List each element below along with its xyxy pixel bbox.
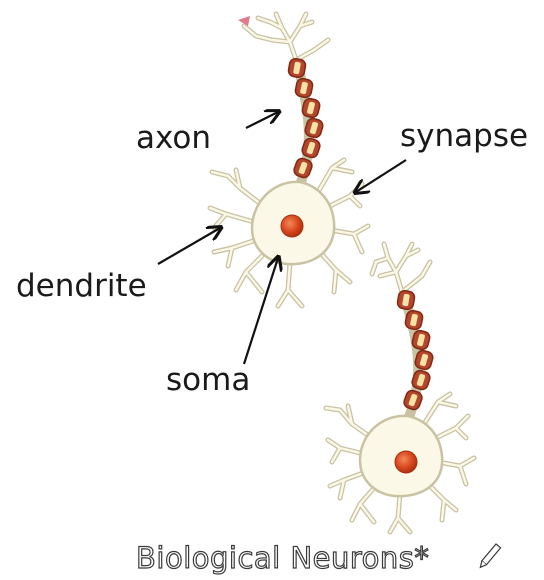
axon-core-segment (408, 393, 418, 407)
axon-core-segment (402, 293, 410, 307)
axon-core-segment (293, 61, 301, 75)
arrow-synapse (356, 159, 407, 192)
axon-core-segment (419, 353, 429, 367)
axon-terminal-2 (369, 241, 433, 295)
axon-core-segment (410, 313, 418, 327)
axon-core-segment (307, 101, 315, 115)
axon-terminal-1 (238, 11, 331, 63)
arrow-soma (242, 258, 278, 365)
caption-title: Biological Neurons* (136, 541, 429, 575)
nucleus-1 (280, 214, 304, 238)
arrow-axon (245, 112, 278, 129)
synaptic-tip-icon (238, 16, 250, 26)
pencil-icon (479, 543, 502, 569)
axon-core-segment (300, 81, 308, 95)
neuron-2 (323, 241, 477, 535)
axon-core-segment (298, 161, 308, 175)
neuron-1 (207, 11, 371, 309)
axon-core-segment (417, 333, 425, 347)
axon-1 (287, 57, 324, 187)
label-synapse: synapse (400, 118, 528, 154)
label-soma: soma (166, 362, 250, 398)
label-dendrite: dendrite (16, 268, 147, 304)
dendrites-2 (323, 391, 477, 535)
axon-2 (396, 289, 434, 422)
label-axon: axon (136, 120, 211, 156)
arrow-dendrite (157, 228, 220, 265)
axon-core-segment (306, 141, 316, 155)
nucleus-2 (394, 450, 418, 474)
axon-core-segment (416, 373, 426, 387)
axon-core-segment (309, 121, 319, 135)
dendrites-1 (207, 157, 371, 309)
